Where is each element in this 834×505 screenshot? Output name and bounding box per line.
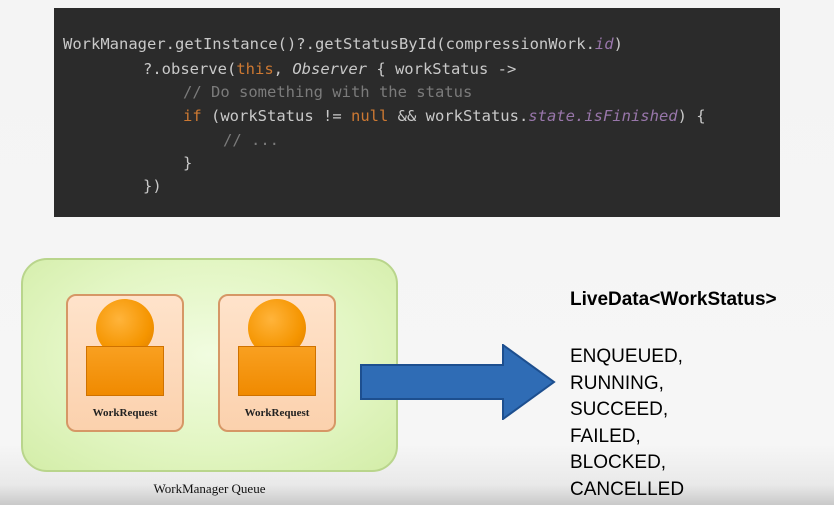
code-keyword-null: null — [350, 107, 389, 125]
person-body-icon — [238, 346, 316, 396]
right-arrow-icon — [360, 344, 556, 420]
code-keyword-this: this — [236, 60, 274, 78]
code-text: , — [273, 60, 293, 78]
code-text: { workStatus -> — [366, 60, 517, 78]
queue-label: WorkManager Queue — [153, 481, 266, 496]
code-keyword-if: if — [183, 107, 202, 125]
code-text: && workStatus. — [388, 107, 529, 125]
code-text: WorkManager.getInstance()?.getStatusById… — [63, 35, 595, 53]
status-item: SUCCEED, — [570, 399, 669, 420]
work-request-card: WorkRequest — [66, 294, 184, 432]
code-line-2: ?.observe(this, Observer { workStatus -> — [143, 57, 516, 81]
code-field-state: state — [528, 107, 575, 125]
code-line-4: if (workStatus != null && workStatus.sta… — [183, 104, 706, 128]
status-item: FAILED, — [570, 425, 641, 447]
status-item: ENQUEUED, — [570, 346, 683, 367]
code-line-3-comment: // Do something with the status — [183, 83, 473, 101]
code-field-dot: . — [574, 107, 585, 125]
status-item: BLOCKED, — [570, 452, 667, 473]
livedata-title: LiveData<WorkStatus> — [570, 289, 777, 310]
code-line-6: } — [183, 154, 193, 172]
code-line-1: WorkManager.getInstance()?.getStatusById… — [63, 32, 623, 56]
code-text: (workStatus != — [201, 107, 351, 125]
person-body-icon — [86, 346, 164, 396]
code-line-7: }) — [143, 177, 162, 195]
work-request-label: WorkRequest — [244, 407, 310, 419]
code-block: WorkManager.getInstance()?.getStatusById… — [54, 8, 780, 217]
code-class-observer: Observer — [292, 60, 367, 78]
work-request-label: WorkRequest — [92, 407, 158, 419]
code-text: ?.observe( — [143, 60, 237, 78]
status-item: CANCELLED — [570, 478, 685, 500]
work-request-card: WorkRequest — [218, 294, 336, 432]
status-item: RUNNING, — [570, 372, 664, 394]
code-line-5-comment: // ... — [223, 131, 279, 149]
status-list: ENQUEUED, RUNNING, SUCCEED, FAILED, BLOC… — [570, 344, 684, 503]
code-text: ) { — [677, 107, 706, 125]
code-field-id: id — [594, 35, 614, 53]
code-field-isfinished: isFinished — [584, 107, 678, 125]
code-text: ) — [613, 35, 623, 53]
